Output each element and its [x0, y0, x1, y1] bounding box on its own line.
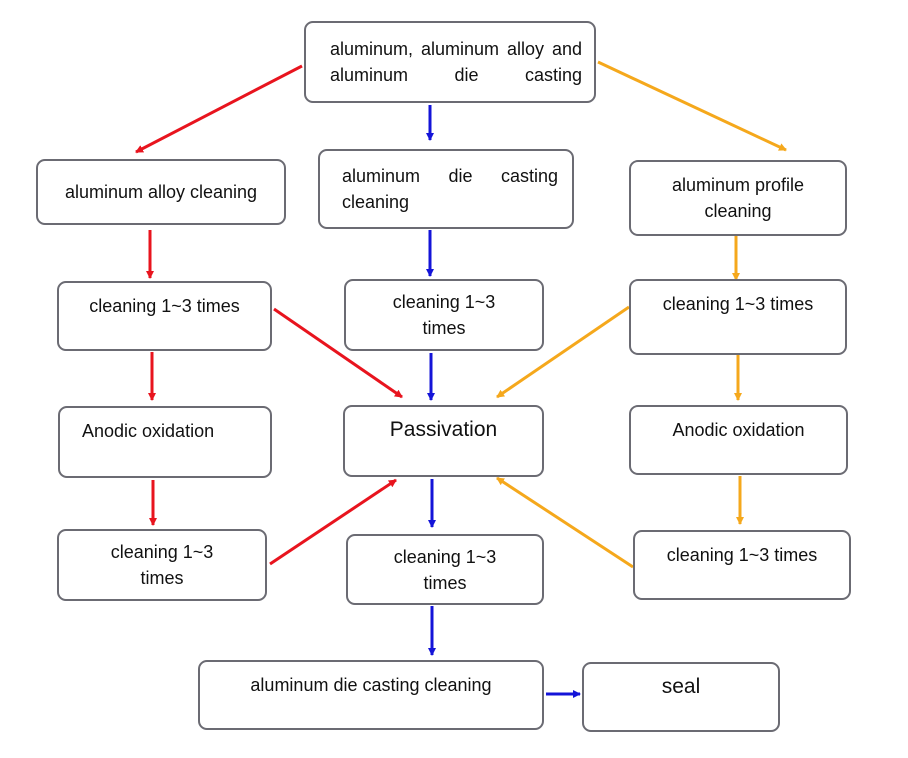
node-die-casting-cleaning: aluminum die casting cleaning [318, 149, 574, 229]
arrow-clean2-to-passivation [269, 478, 397, 566]
node-left-anodic: Anodic oxidation [58, 406, 272, 478]
node-source: aluminum, aluminum alloy and aluminum di… [304, 21, 596, 103]
node-left-clean-1-label: cleaning 1~3 times [89, 296, 240, 316]
node-mid-clean-2-label: cleaning 1~3 times [393, 546, 497, 593]
arrow-source-to-alloy [135, 64, 303, 154]
node-left-clean-1: cleaning 1~3 times [57, 281, 272, 351]
arrow-clean2-to-passivation-right [496, 476, 634, 569]
node-right-clean-2-label: cleaning 1~3 times [666, 545, 818, 565]
node-seal: seal [582, 662, 780, 732]
node-right-anodic-label: Anodic oxidation [672, 420, 805, 440]
node-passivation-label: Passivation [389, 418, 498, 441]
node-left-clean-2-label: cleaning 1~3 times [110, 542, 214, 588]
node-right-clean-1-label: cleaning 1~3 times [662, 294, 814, 314]
node-alloy-cleaning-label: aluminum alloy cleaning [64, 182, 258, 202]
node-left-anodic-label: Anodic oxidation [82, 421, 215, 441]
node-profile-cleaning-label: aluminum profile cleaning [671, 175, 805, 221]
node-mid-clean-2: cleaning 1~3 times [346, 534, 544, 605]
node-right-anodic: Anodic oxidation [629, 405, 848, 475]
node-seal-label: seal [661, 675, 701, 698]
arrow-clean1-to-passivation [273, 307, 403, 399]
node-right-clean-2: cleaning 1~3 times [633, 530, 851, 600]
node-alloy-cleaning: aluminum alloy cleaning [36, 159, 286, 225]
node-final-cleaning: aluminum die casting cleaning [198, 660, 544, 730]
arrow-clean1-to-passivation-right [496, 305, 630, 399]
node-left-clean-2: cleaning 1~3 times [57, 529, 267, 601]
node-passivation: Passivation [343, 405, 544, 477]
node-mid-clean-1: cleaning 1~3 times [344, 279, 544, 351]
node-source-label: aluminum, aluminum alloy and aluminum di… [330, 39, 582, 85]
node-profile-cleaning: aluminum profile cleaning [629, 160, 847, 236]
node-mid-clean-1-label: cleaning 1~3 times [392, 292, 496, 338]
node-final-cleaning-label: aluminum die casting cleaning [250, 675, 492, 695]
node-die-casting-cleaning-label: aluminum die casting cleaning [342, 166, 558, 212]
node-right-clean-1: cleaning 1~3 times [629, 279, 847, 355]
arrow-source-to-profile [597, 60, 787, 152]
